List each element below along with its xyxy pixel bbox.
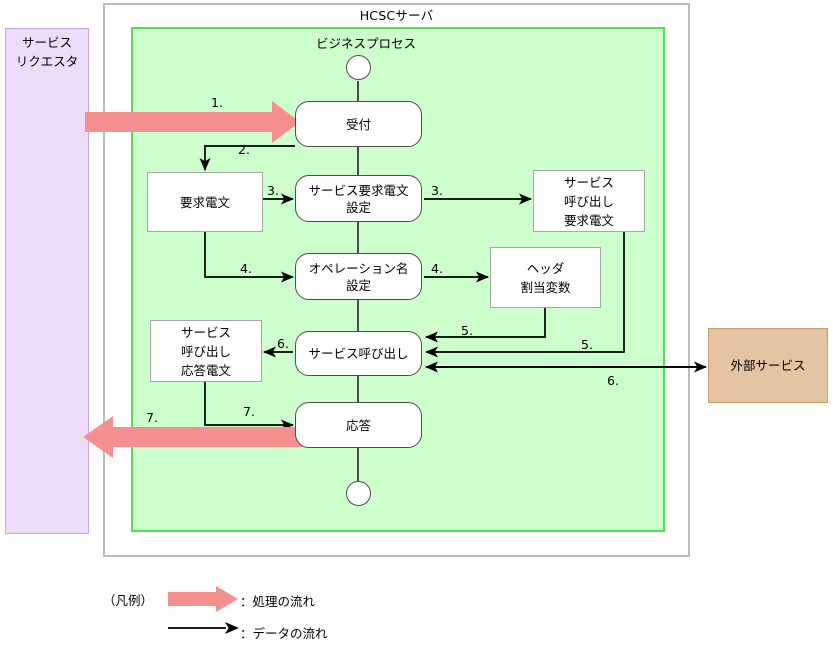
start-node bbox=[346, 55, 371, 80]
service-requestor-label-line1: サービス bbox=[21, 35, 72, 50]
step-label-5b: 5. bbox=[581, 337, 593, 352]
step-label-4a: 4. bbox=[240, 261, 252, 276]
service-requestor-label-line2: リクエスタ bbox=[15, 54, 79, 69]
step-label-5a: 5. bbox=[461, 323, 473, 338]
legend-data-flow-label: ：データの流れ bbox=[240, 626, 328, 641]
legend-title: （凡例） bbox=[103, 593, 154, 608]
data-node-request-message-label: 要求電文 bbox=[179, 194, 230, 210]
step-label-2: 2. bbox=[238, 142, 250, 157]
data-node-invoke-response-message-line2: 呼び出し bbox=[180, 343, 231, 359]
external-service-box bbox=[708, 328, 828, 403]
step-label-4b: 4. bbox=[431, 261, 443, 276]
process-node-set-operation-name[interactable]: オペレーション名 設定 bbox=[295, 253, 422, 300]
legend-data-arrow-icon bbox=[168, 622, 239, 634]
data-node-invoke-request-message[interactable]: サービス 呼び出し 要求電文 bbox=[533, 170, 645, 232]
process-node-set-request-message-line1: サービス要求電文 bbox=[308, 182, 409, 198]
process-node-reception[interactable]: 受付 bbox=[295, 101, 422, 147]
process-node-response-label: 応答 bbox=[345, 417, 371, 433]
data-node-invoke-response-message-line1: サービス bbox=[180, 324, 231, 340]
process-node-set-request-message[interactable]: サービス要求電文 設定 bbox=[295, 175, 422, 222]
step-label-3b: 3. bbox=[431, 183, 443, 198]
step-label-6b: 6. bbox=[607, 373, 619, 388]
data-node-header-assign-variable[interactable]: ヘッダ 割当変数 bbox=[490, 247, 601, 308]
process-node-service-invoke-label: サービス呼び出し bbox=[308, 346, 409, 361]
process-node-set-operation-name-line1: オペレーション名 bbox=[308, 260, 409, 276]
step-label-1: 1. bbox=[211, 95, 223, 110]
legend-process-flow-label: ：処理の流れ bbox=[240, 594, 316, 609]
external-service-label: 外部サービス bbox=[730, 358, 806, 373]
step-label-3a: 3. bbox=[267, 183, 279, 198]
service-requestor-label: サービス リクエスタ bbox=[5, 33, 89, 71]
process-node-set-operation-name-line2: 設定 bbox=[345, 277, 371, 293]
step-label-7b: 7. bbox=[243, 404, 255, 419]
data-node-invoke-response-message[interactable]: サービス 呼び出し 応答電文 bbox=[150, 320, 262, 382]
data-node-invoke-request-message-line3: 要求電文 bbox=[563, 212, 614, 228]
service-requestor-box bbox=[5, 28, 89, 534]
step-label-7a: 7. bbox=[146, 410, 158, 425]
step-label-6a: 6. bbox=[277, 336, 289, 351]
process-node-response[interactable]: 応答 bbox=[295, 402, 422, 448]
data-node-invoke-request-message-line1: サービス bbox=[563, 174, 614, 190]
data-node-header-assign-variable-line2: 割当変数 bbox=[520, 279, 571, 295]
data-node-request-message[interactable]: 要求電文 bbox=[147, 172, 263, 232]
process-node-service-invoke[interactable]: サービス呼び出し bbox=[295, 331, 422, 376]
data-node-invoke-response-message-line3: 応答電文 bbox=[180, 362, 231, 378]
legend-process-arrow-icon bbox=[168, 586, 238, 612]
end-node bbox=[346, 481, 371, 506]
process-node-set-request-message-line2: 設定 bbox=[345, 199, 371, 215]
business-process-title: ビジネスプロセス bbox=[315, 36, 416, 51]
process-node-reception-label: 受付 bbox=[345, 116, 371, 132]
data-node-header-assign-variable-line1: ヘッダ bbox=[526, 260, 565, 276]
hcsc-server-title: HCSCサーバ bbox=[359, 8, 434, 23]
data-node-invoke-request-message-line2: 呼び出し bbox=[563, 193, 614, 209]
